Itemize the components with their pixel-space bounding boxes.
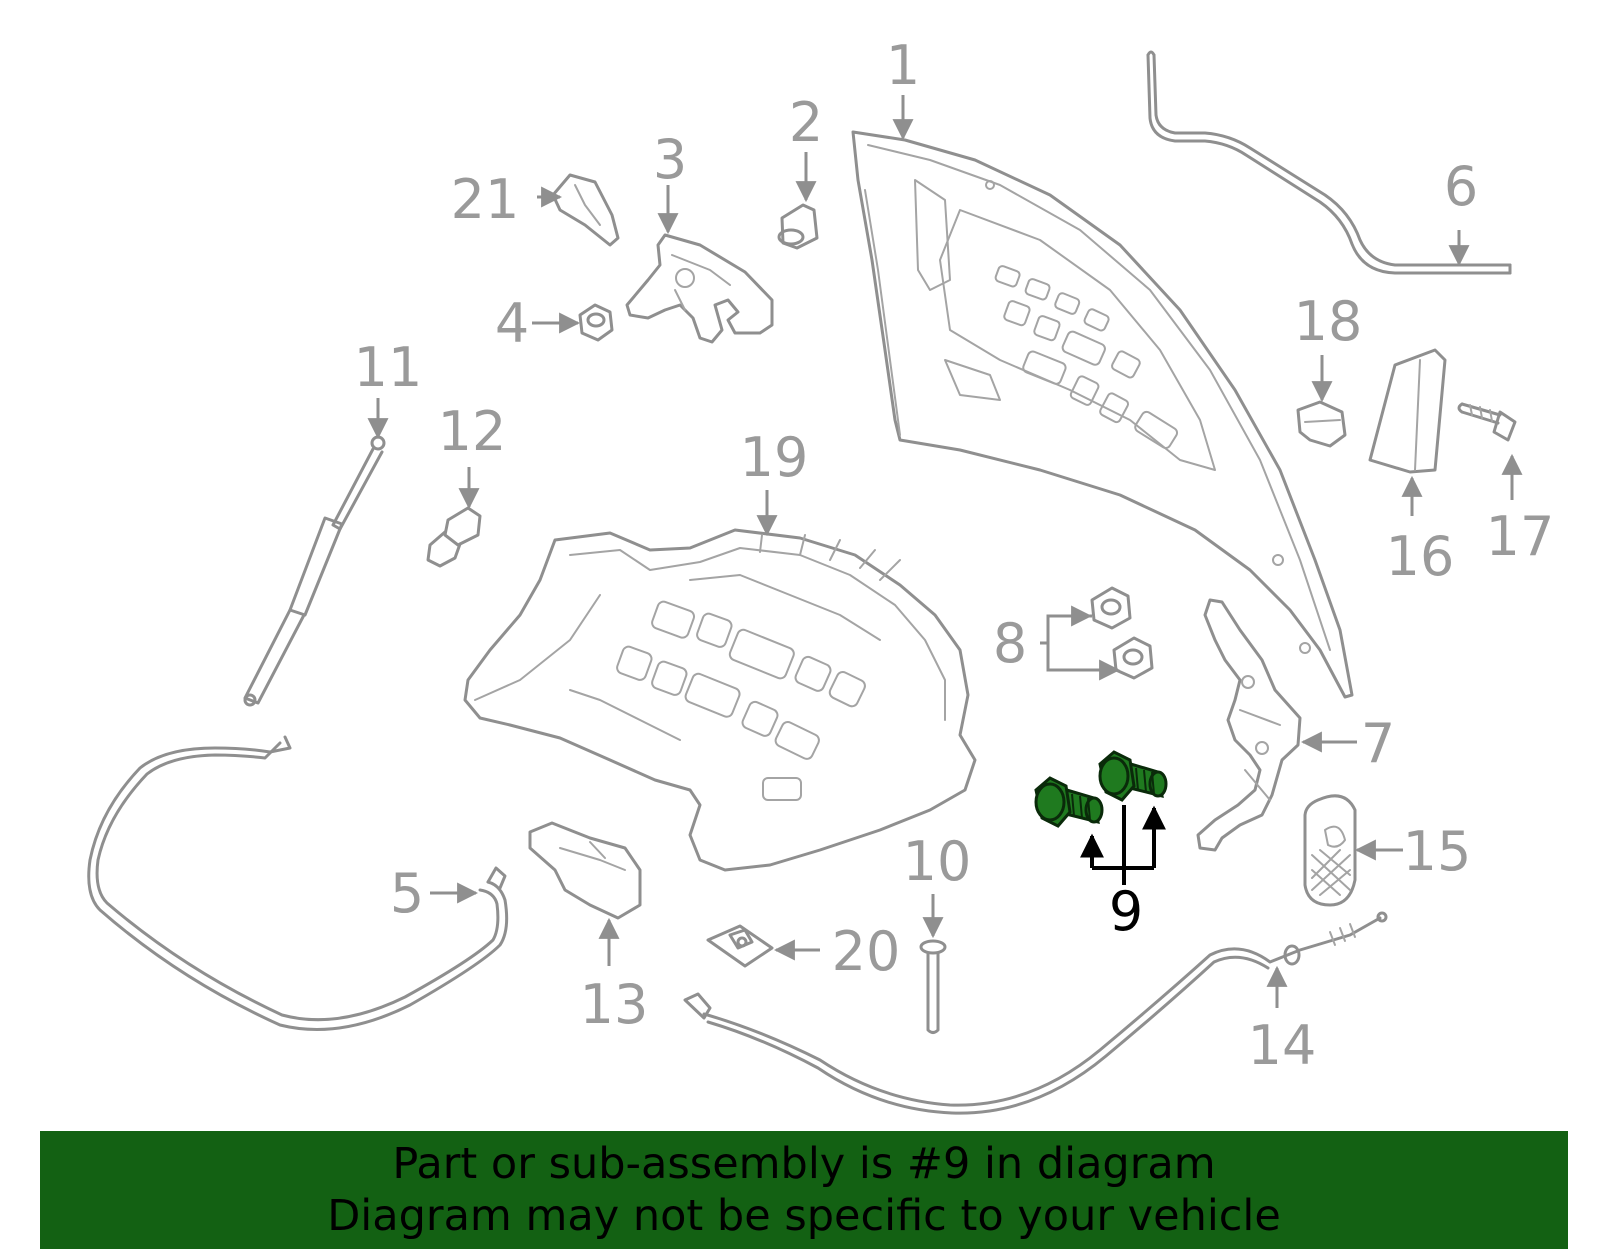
leader-lines [367,95,1523,1008]
callout-19: 19 [740,426,809,489]
callout-10: 10 [903,830,972,893]
banner-line-2: Diagram may not be specific to your vehi… [327,1191,1281,1241]
part-prop-rod-6[interactable] [1146,50,1512,275]
callout-1: 1 [886,34,920,97]
part-clip-18[interactable] [1296,400,1347,448]
part-isolator-12[interactable] [426,506,482,568]
callout-3: 3 [653,128,687,191]
notice-banner: Part or sub-assembly is #9 in diagram Di… [40,1131,1568,1249]
callout-12: 12 [438,400,507,463]
callout-18: 18 [1294,290,1363,353]
bolt-right[interactable] [1098,750,1168,802]
part-insulator-19[interactable] [463,528,977,872]
part-bolts-9[interactable] [1034,750,1168,828]
callout-6: 6 [1444,155,1478,218]
part-nuts-8[interactable] [1090,586,1154,680]
callout-11: 11 [354,336,423,399]
part-hood-latch[interactable] [625,233,774,344]
part-hood-panel[interactable] [851,130,1354,699]
callout-13: 13 [580,973,649,1036]
part-bracket-21[interactable] [551,173,620,247]
callout-16: 16 [1386,525,1455,588]
part-pin-10[interactable] [919,939,947,1034]
part-seal-5[interactable] [87,735,509,1031]
callout-7: 7 [1361,712,1395,775]
callout-14: 14 [1248,1014,1317,1077]
callout-17: 17 [1486,505,1555,568]
callout-20: 20 [832,920,901,983]
part-hood-bumper[interactable] [777,203,819,250]
part-gas-strut-11[interactable] [243,435,386,707]
part-nut-4[interactable] [578,303,614,342]
part-bracket-13[interactable] [528,821,642,920]
callout-21: 21 [451,168,520,231]
callout-9: 9 [1109,880,1143,943]
part-hinge-7[interactable] [1196,598,1302,852]
part-release-handle-15[interactable] [1303,794,1357,907]
callout-15: 15 [1403,820,1472,883]
part-seal-16[interactable] [1368,348,1447,474]
banner-line-1: Part or sub-assembly is #9 in diagram [392,1139,1216,1189]
bolt-left[interactable] [1034,776,1104,828]
callout-8: 8 [993,612,1027,675]
part-screw-17[interactable] [1457,402,1517,442]
callout-5: 5 [390,862,424,925]
part-release-cable-14[interactable] [683,911,1388,1115]
callout-labels: 1 2 3 4 5 6 7 8 9 10 11 12 13 14 15 16 1… [354,34,1555,1077]
callout-4: 4 [495,292,529,355]
part-clip-nut-20[interactable] [706,924,774,968]
callout-2: 2 [789,91,823,154]
